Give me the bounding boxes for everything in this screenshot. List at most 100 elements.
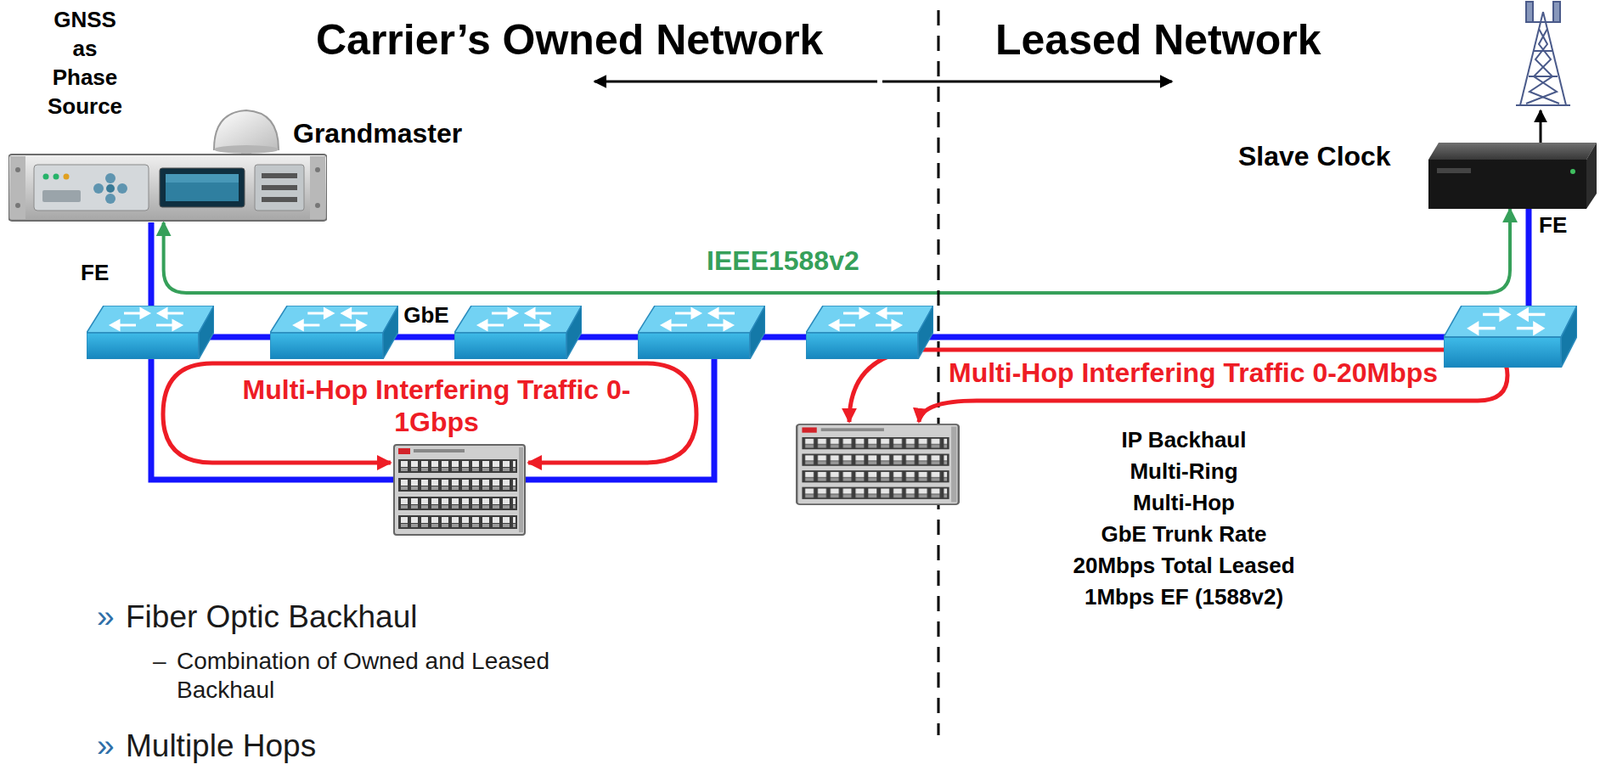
port-label: FE (80, 259, 109, 286)
label-slot: FE (1538, 212, 1567, 238)
grandmaster-device-outline (106, 184, 115, 193)
grandmaster-device-outline (105, 173, 116, 184)
grandmaster-device-outline (309, 156, 326, 220)
port-label: FE (1538, 212, 1567, 238)
cell-tower (1515, 104, 1571, 107)
slave-clock-device-outline (1586, 142, 1597, 209)
label-slot: – (152, 647, 167, 677)
gbe-link (151, 337, 715, 480)
grandmaster-device-outline (261, 173, 298, 179)
bullet-mark: » (96, 599, 115, 636)
slave-clock-device-outline (1428, 142, 1597, 209)
region-arrow (594, 80, 878, 84)
bullet-mark: – (152, 647, 167, 677)
device-label: Grandmaster (292, 117, 462, 150)
region-title: Carrier’s Owned Network (315, 15, 823, 65)
ip-backhaul-cloud-outline (1331, 612, 1337, 618)
ethernet-switch (637, 305, 766, 360)
label-slot: Fiber Optic Backhaul (125, 599, 417, 636)
cloud-text: 1Mbps EF (1588v2) (1039, 581, 1329, 614)
grandmaster-device-outline (105, 193, 116, 204)
label-slot: Carrier’s Owned Network (315, 15, 823, 65)
ip-backhaul-cloud-outline (1355, 569, 1364, 579)
ip-backhaul-cloud-outline (1130, 388, 1138, 396)
source-label: GNSS as Phase Source (44, 5, 126, 121)
link-rate-label: GbE (403, 302, 449, 328)
grandmaster-device-outline (159, 168, 245, 208)
grandmaster-device-outline (315, 202, 321, 209)
ip-backhaul-cloud-outline (963, 214, 1600, 770)
ip-backhaul-cloud-outline (1032, 427, 1042, 436)
cloud-text: Multi-Hop (1039, 487, 1329, 519)
cloud-text: Multi-Ring (1039, 456, 1329, 488)
text-slot: Slave Clock (1238, 140, 1392, 173)
cell-tower (1553, 1, 1561, 23)
ethernet-switch (86, 305, 215, 360)
gnss-antenna (214, 110, 279, 150)
ip-backhaul-cloud-outline (1012, 394, 1361, 649)
ip-backhaul-cloud-outline (1319, 411, 1329, 421)
cloud-text: 20Mbps Total Leased (1039, 550, 1329, 582)
slave-clock-device: Slave Clock (1428, 142, 1597, 209)
cloud-text: IP Backhaul (1039, 424, 1329, 457)
traffic-label: Multi-Hop Interfering Traffic 0-20Mbps (945, 356, 1442, 389)
cell-tower (1543, 11, 1567, 106)
ip-backhaul-cloud-outline (1088, 641, 1094, 647)
ip-backhaul-cloud-outline (968, 214, 1600, 770)
grandmaster-device-outline (165, 174, 239, 183)
ethernet-switch (270, 305, 399, 360)
ip-backhaul-cloud-outline (1182, 651, 1191, 660)
network-boundary (937, 10, 941, 736)
label-slot: Multiple Hops (125, 728, 316, 765)
label-slot: Multi-Hop Interfering Traffic 0-1Gbps (236, 373, 637, 439)
grandmaster-device-outline (43, 174, 50, 181)
cell-tower (1520, 11, 1544, 106)
slave-clock-device-outline (1428, 159, 1587, 209)
red-traffic-loop (163, 363, 697, 463)
grandmaster-device-outline (63, 174, 70, 181)
gbe-link (86, 334, 1512, 341)
grandmaster-device-outline (8, 154, 327, 221)
slave-clock-device-outline (1436, 168, 1471, 174)
bullet-mark: » (96, 728, 115, 765)
grandmaster-device: Grandmaster (8, 152, 327, 223)
gbe-link (1526, 208, 1533, 338)
grandmaster-device-outline (254, 164, 305, 211)
red-traffic-loop (849, 349, 1508, 423)
region-title: Leased Network (995, 15, 1321, 65)
ip-backhaul-cloud-outline (1004, 490, 1012, 498)
ip-backhaul-cloud-outline (1171, 214, 1419, 461)
cloud-text: GbE Trunk Rate (1039, 518, 1329, 551)
grandmaster-device-outline (8, 152, 327, 223)
grandmaster-device-outline (42, 190, 81, 203)
ip-backhaul-cloud-outline (1015, 464, 1021, 470)
router-chassis (796, 424, 959, 505)
cell-tower (1529, 28, 1560, 104)
label-slot: » (96, 599, 115, 636)
label-slot: » (96, 728, 115, 765)
ip-backhaul-cloud-outline (1430, 324, 1600, 580)
cell-tower (1526, 1, 1533, 23)
grandmaster-device-outline (53, 174, 60, 181)
cell-tower (1526, 28, 1557, 104)
ip-backhaul-cloud-outline (1405, 468, 1600, 770)
ip-backhaul-cloud: IP BackhaulMulti-RingMulti-HopGbE Trunk … (963, 214, 1600, 770)
grandmaster-device-outline (261, 197, 298, 203)
timing-flow-arrow (163, 208, 1510, 293)
label-slot: Combination of Owned and Leased Backhaul (176, 647, 576, 705)
ethernet-switch (805, 305, 934, 360)
bullet-text: Multiple Hops (125, 728, 316, 765)
ip-backhaul-cloud-outline (1048, 613, 1056, 620)
grandmaster-device-outline (261, 185, 298, 191)
slave-clock-device-outline (1428, 142, 1597, 160)
ip-backhaul-cloud-outline (1367, 534, 1373, 540)
device-label: Slave Clock (1238, 140, 1392, 173)
gnss-antenna (214, 145, 279, 154)
gbe-link (86, 208, 1529, 480)
label-slot: GNSS as Phase Source (44, 5, 126, 121)
grandmaster-device-outline (93, 183, 104, 194)
ip-backhaul-cloud-outline (1284, 642, 1292, 649)
label-slot: Multi-Hop Interfering Traffic 0-20Mbps (945, 356, 1442, 389)
grandmaster-device-outline (117, 183, 128, 194)
